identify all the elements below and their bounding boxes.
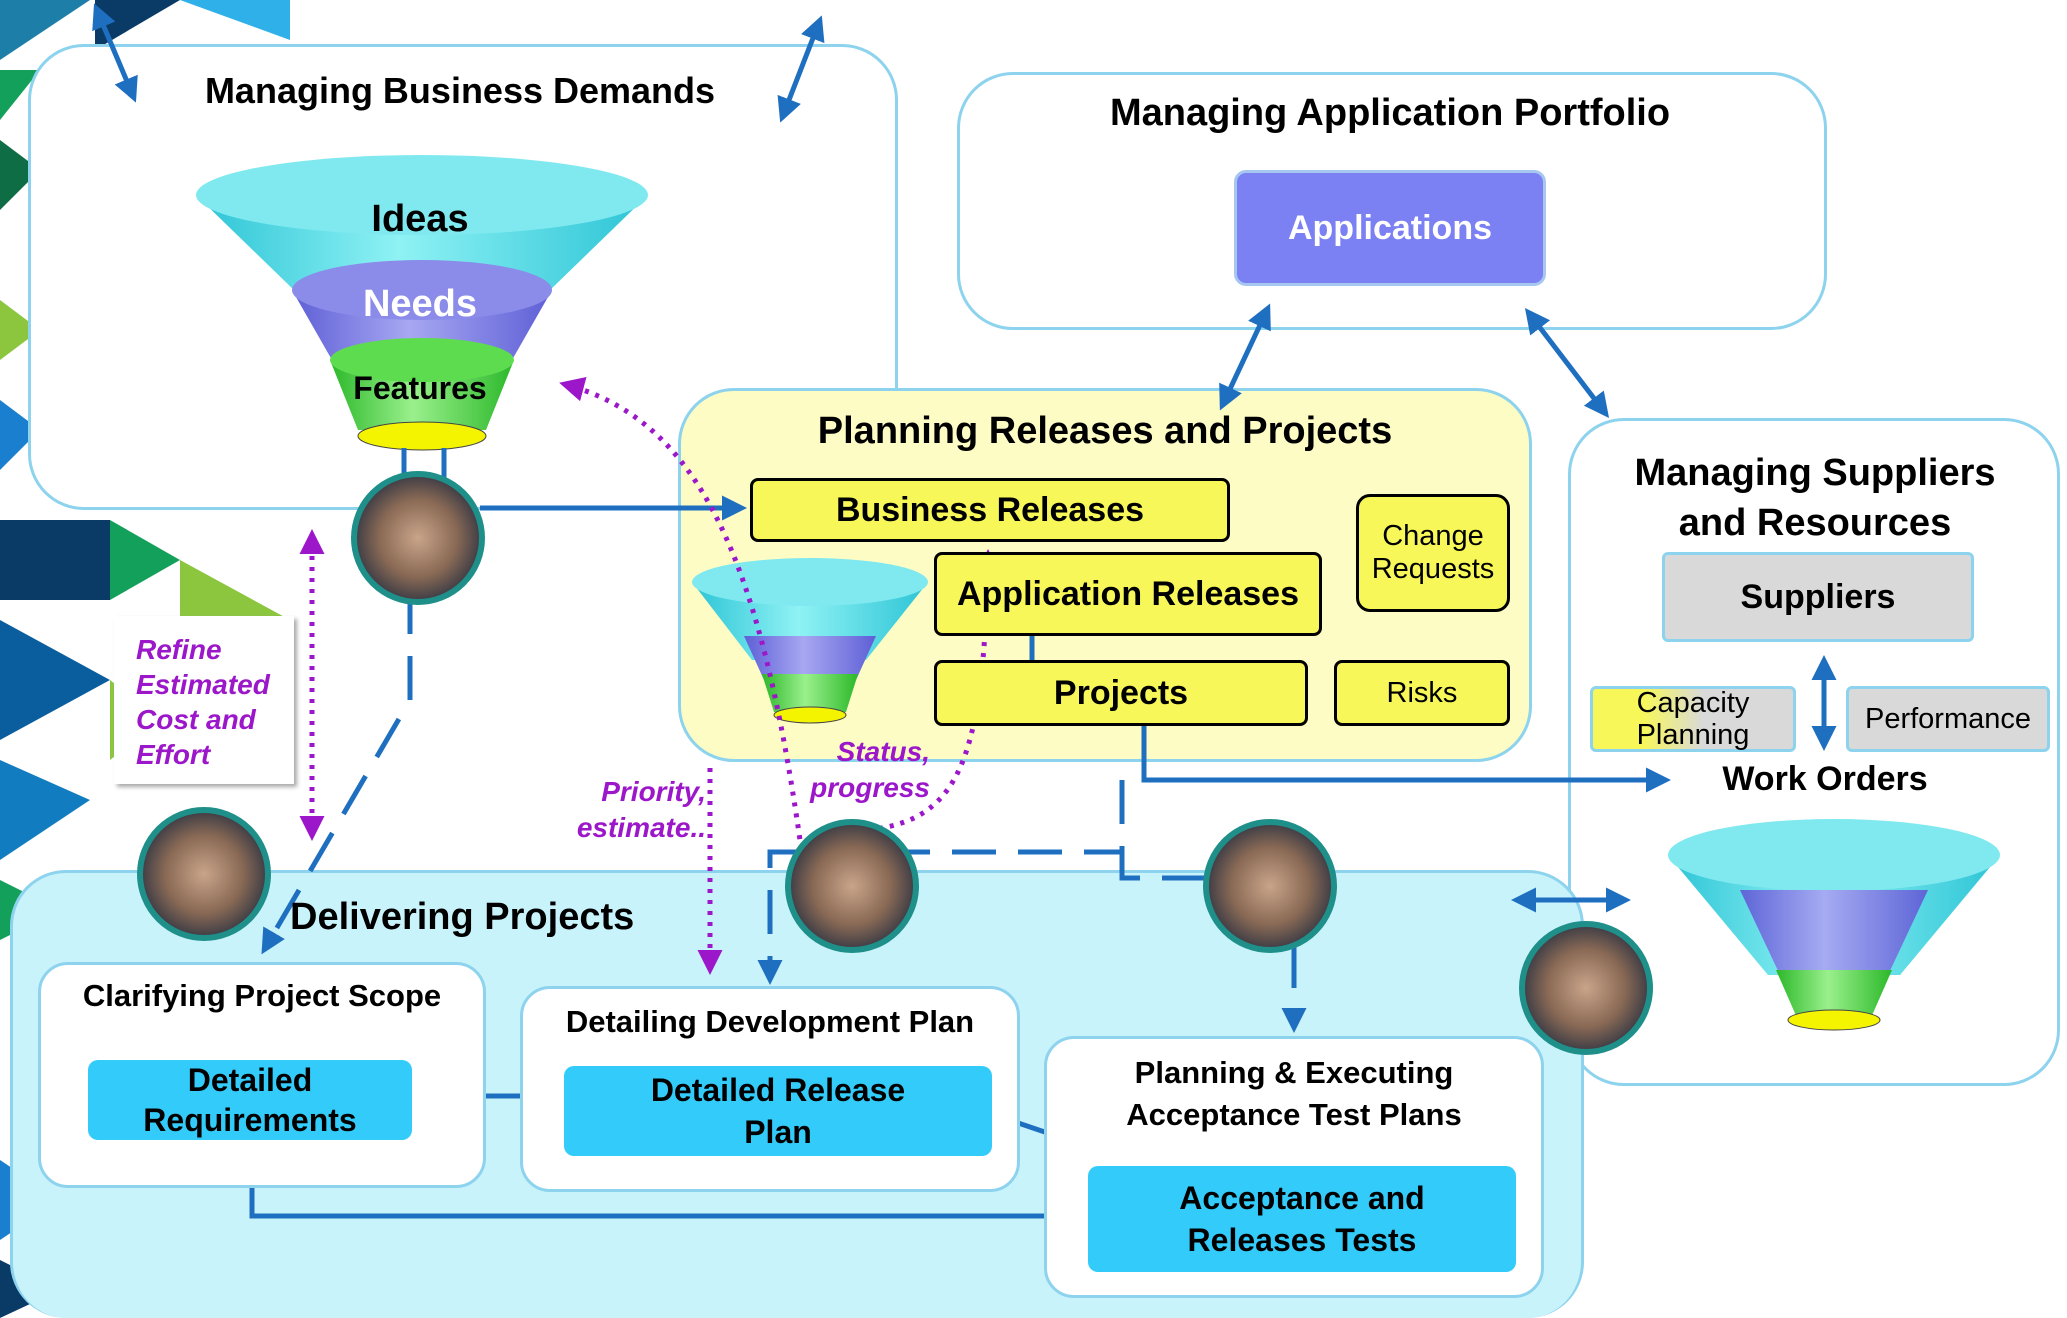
- change-requests-box[interactable]: Change Requests: [1356, 494, 1510, 612]
- detailing-title: Detailing Development Plan: [565, 1004, 975, 1039]
- business-releases-box[interactable]: Business Releases: [750, 478, 1230, 542]
- acceptance-title-line1: Planning & Executing: [1134, 1055, 1454, 1090]
- priority-note-line1: Priority,: [601, 776, 706, 807]
- funnel-ideas-label: Ideas: [371, 198, 469, 240]
- acceptance-tests-line2: Releases Tests: [1187, 1222, 1417, 1258]
- acceptance-tests-box[interactable]: Acceptance and Releases Tests: [1088, 1166, 1516, 1272]
- refine-note-card: [114, 616, 294, 784]
- status-note-line1: Status,: [836, 736, 930, 767]
- acceptance-title: Planning & Executing Acceptance Test Pla…: [1046, 1052, 1542, 1136]
- risks-box[interactable]: Risks: [1334, 660, 1510, 726]
- status-note-line2: progress: [810, 772, 930, 803]
- priority-note: Priority, estimate..: [556, 774, 706, 846]
- acceptance-title-line2: Acceptance Test Plans: [1126, 1097, 1462, 1132]
- acceptance-tests-line1: Acceptance and: [1179, 1180, 1425, 1216]
- clarifying-title: Clarifying Project Scope: [82, 978, 442, 1013]
- detailed-requirements-line1: Detailed: [187, 1062, 313, 1098]
- delivering-title: Delivering Projects: [290, 896, 635, 938]
- refine-note-line1: Refine: [136, 634, 222, 665]
- applications-box[interactable]: Applications: [1234, 170, 1546, 286]
- detailed-requirements-line2: Requirements: [143, 1102, 357, 1138]
- detailed-release-plan-line1: Detailed Release: [650, 1072, 906, 1108]
- suppliers-title-line1: Managing Suppliers: [1634, 452, 1996, 494]
- priority-note-line2: estimate..: [576, 812, 706, 843]
- detailed-release-plan-line2: Plan: [744, 1114, 812, 1150]
- application-releases-box[interactable]: Application Releases: [934, 552, 1322, 636]
- status-note: Status, progress: [790, 734, 930, 806]
- capacity-planning-line2: Planning: [1636, 719, 1750, 751]
- refine-note: Refine Estimated Cost and Effort: [136, 632, 270, 772]
- application-portfolio-title: Managing Application Portfolio: [1109, 92, 1671, 134]
- detailed-requirements-box[interactable]: Detailed Requirements: [88, 1060, 412, 1140]
- refine-note-line2: Estimated: [136, 669, 270, 700]
- suppliers-box[interactable]: Suppliers: [1662, 552, 1974, 642]
- suppliers-title-line2: and Resources: [1678, 502, 1952, 544]
- change-requests-line1: Change: [1382, 520, 1484, 552]
- capacity-planning-box[interactable]: Capacity Planning: [1590, 686, 1796, 752]
- suppliers-title: Managing Suppliers and Resources: [1600, 448, 2030, 548]
- change-requests-line2: Requests: [1371, 553, 1495, 585]
- planning-title: Planning Releases and Projects: [817, 410, 1393, 452]
- capacity-planning-line1: Capacity: [1636, 687, 1750, 719]
- detailed-release-plan-box[interactable]: Detailed Release Plan: [564, 1066, 992, 1156]
- refine-note-line3: Cost and: [136, 704, 256, 735]
- business-demands-title: Managing Business Demands: [204, 70, 716, 111]
- performance-box[interactable]: Performance: [1846, 686, 2050, 752]
- funnel-features-label: Features: [353, 370, 487, 406]
- refine-note-line4: Effort: [136, 739, 211, 770]
- projects-box[interactable]: Projects: [934, 660, 1308, 726]
- work-orders-label: Work Orders: [1722, 760, 1928, 798]
- funnel-needs-label: Needs: [362, 283, 478, 325]
